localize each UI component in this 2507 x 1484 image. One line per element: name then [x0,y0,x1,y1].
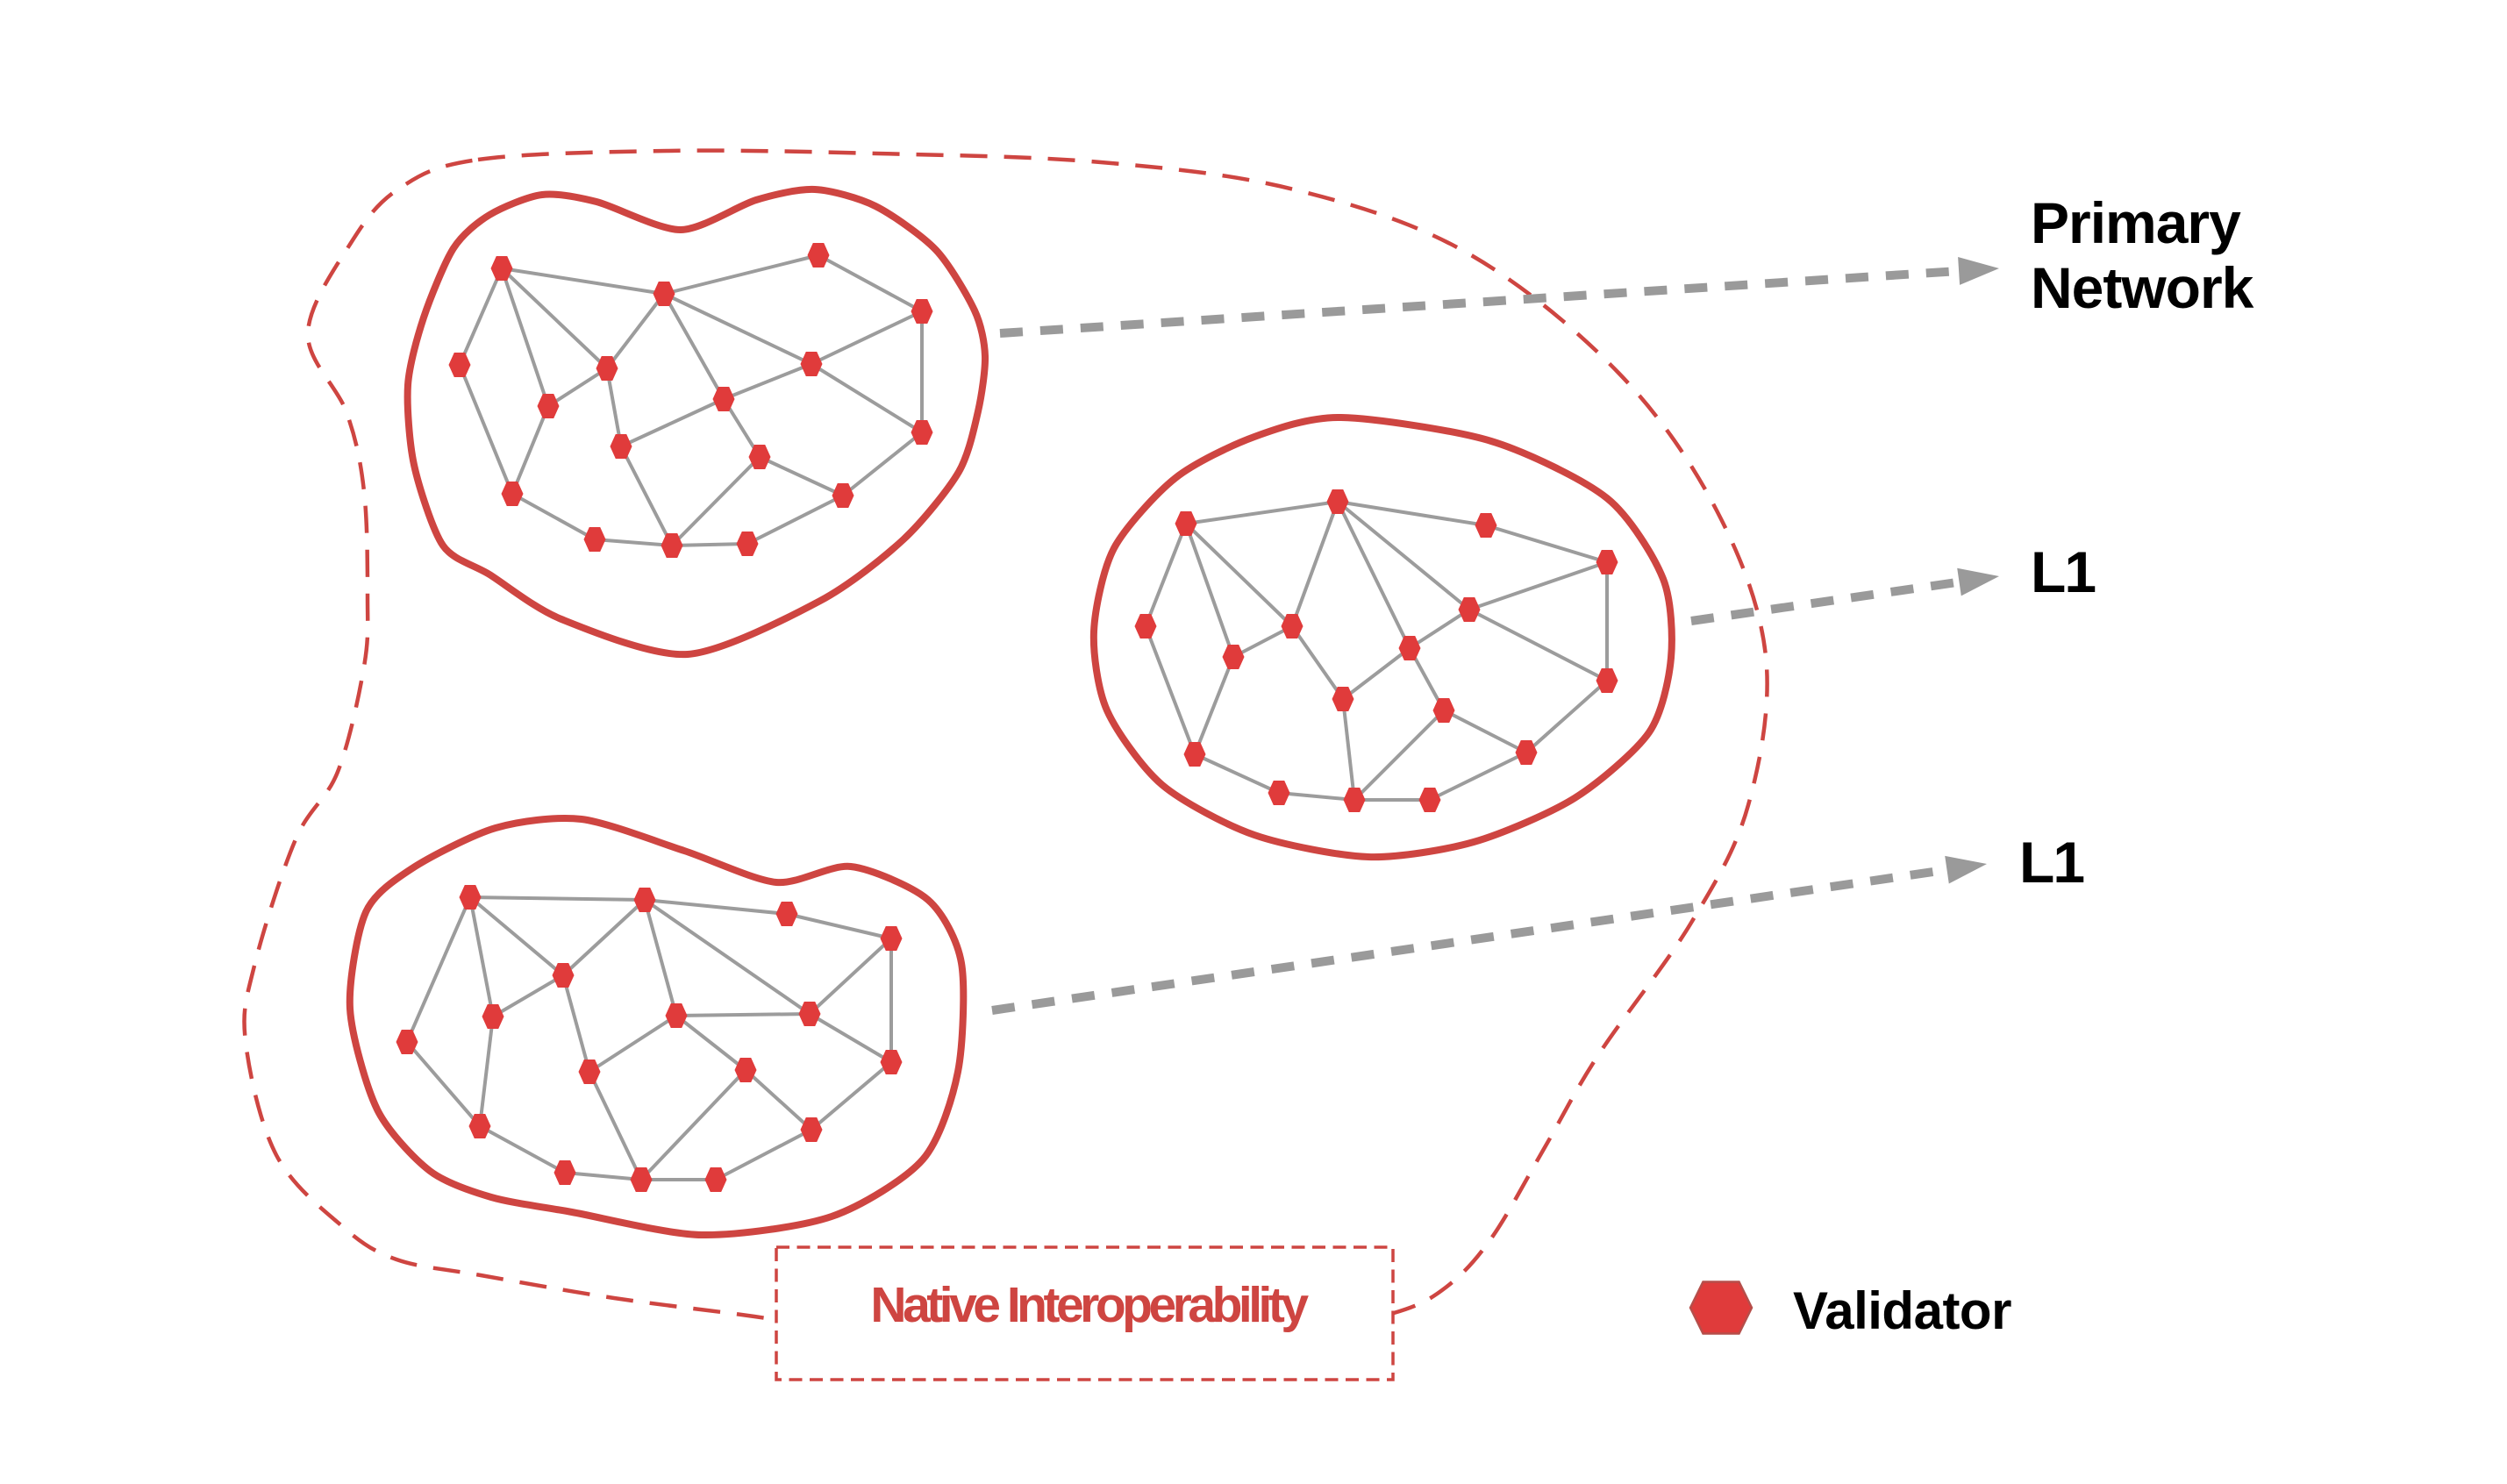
svg-text:Primary: Primary [2031,190,2241,255]
svg-text:L1: L1 [2031,539,2095,604]
svg-text:Network: Network [2031,255,2254,320]
svg-text:L1: L1 [2019,830,2083,895]
svg-text:Validator: Validator [1793,1281,2011,1340]
svg-text:Native Interoperability: Native Interoperability [870,1277,1309,1333]
